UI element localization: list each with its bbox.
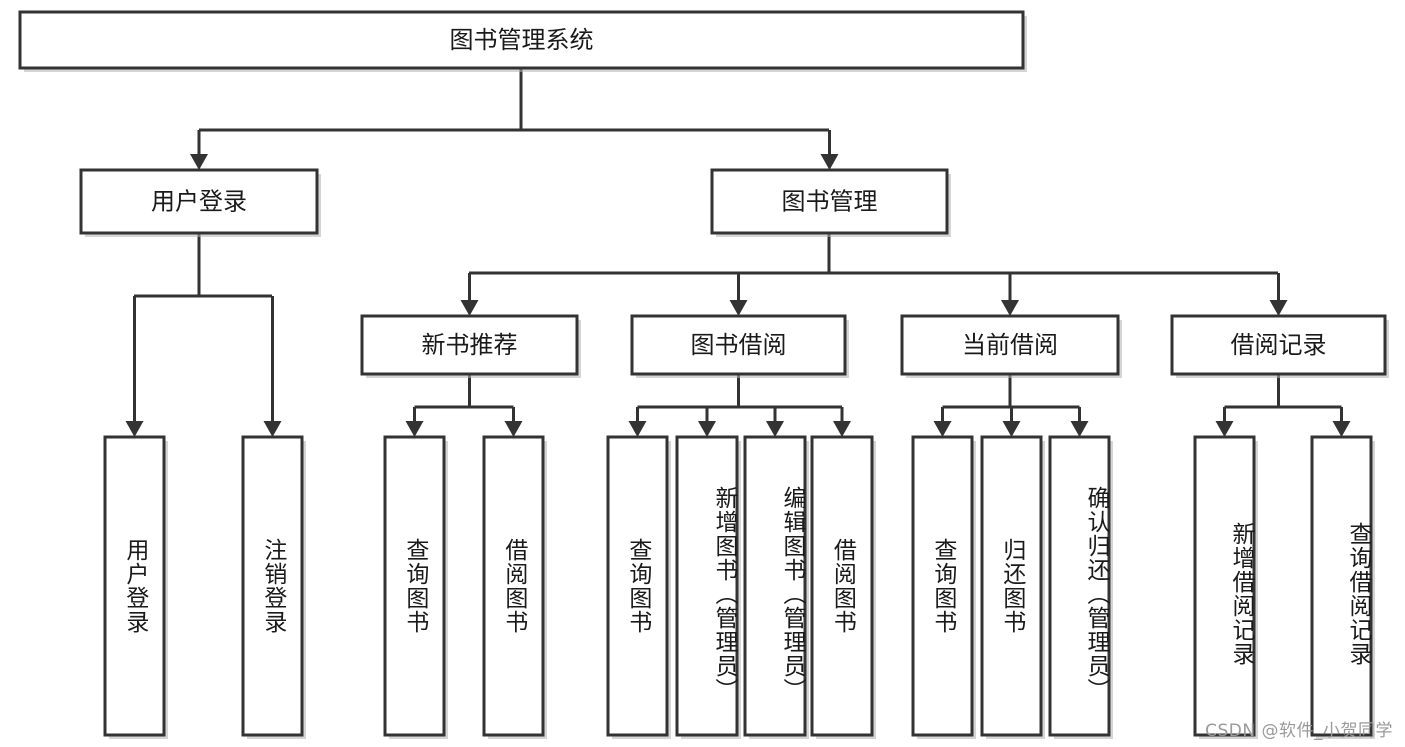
arrow-to-user-login-head — [190, 154, 208, 170]
arrow-to-leaf-add-record-head — [1215, 421, 1234, 437]
node-user-login[interactable] — [79, 168, 319, 235]
arrow-to-leaf-return-book-head — [1002, 421, 1021, 437]
node-leaf-return-book[interactable] — [980, 435, 1043, 737]
node-borrow-record[interactable] — [1170, 314, 1387, 376]
node-leaf-edit-book[interactable] — [743, 435, 807, 737]
box-layer — [18, 10, 1389, 739]
node-root-label: 图书管理系统 — [450, 26, 594, 54]
node-user-login-label: 用户登录 — [151, 188, 247, 216]
arrow-to-leaf-borrow-book-rec-head — [504, 421, 523, 437]
arrow-to-leaf-logout-head — [263, 421, 282, 437]
node-leaf-query-record[interactable] — [1310, 435, 1373, 737]
arrow-to-leaf-query-book-rec-head — [405, 421, 424, 437]
arrow-to-leaf-query-record-head — [1332, 421, 1351, 437]
node-leaf-add-record[interactable] — [1193, 435, 1256, 737]
node-current-borrow[interactable] — [900, 314, 1120, 376]
node-leaf-query-book-rec[interactable] — [383, 435, 446, 737]
node-new-book-rec-label: 新书推荐 — [422, 331, 518, 359]
node-current-borrow-label: 当前借阅 — [962, 331, 1058, 359]
connector-layer — [125, 68, 1351, 437]
arrow-to-leaf-add-book-head — [698, 421, 716, 437]
arrow-to-leaf-borrow-book-b-head — [833, 421, 851, 437]
arrow-to-leaf-query-book-c-head — [933, 421, 952, 437]
arrow-to-current-borrow-head — [1001, 300, 1019, 316]
node-leaf-confirm-return[interactable] — [1048, 435, 1111, 737]
node-leaf-user-login[interactable] — [103, 435, 166, 737]
node-leaf-borrow-book-b[interactable] — [810, 435, 874, 737]
node-leaf-add-book[interactable] — [675, 435, 739, 737]
node-book-borrow[interactable] — [630, 314, 847, 376]
arrow-to-leaf-user-login-head — [125, 421, 144, 437]
node-new-book-rec[interactable] — [360, 314, 579, 376]
node-book-manage-label: 图书管理 — [782, 188, 878, 216]
node-leaf-query-book-b[interactable] — [606, 435, 669, 737]
node-book-manage[interactable] — [710, 168, 949, 235]
arrow-to-new-book-rec-head — [460, 300, 479, 316]
node-leaf-query-book-c[interactable] — [911, 435, 974, 737]
node-leaf-logout[interactable] — [241, 435, 304, 737]
arrow-to-leaf-edit-book-head — [766, 421, 784, 437]
arrow-to-book-borrow-head — [729, 300, 748, 316]
arrow-to-leaf-query-book-b-head — [628, 421, 647, 437]
arrow-to-leaf-confirm-return-head — [1070, 421, 1089, 437]
arrow-to-book-manage-head — [820, 154, 839, 170]
node-book-borrow-label: 图书借阅 — [691, 331, 787, 359]
node-borrow-record-label: 借阅记录 — [1231, 331, 1327, 359]
arrow-to-borrow-record-head — [1269, 300, 1288, 316]
watermark: CSDN @软件_小贺同学 — [1205, 721, 1393, 741]
node-leaf-borrow-book-rec[interactable] — [482, 435, 545, 737]
node-root[interactable] — [18, 10, 1025, 70]
